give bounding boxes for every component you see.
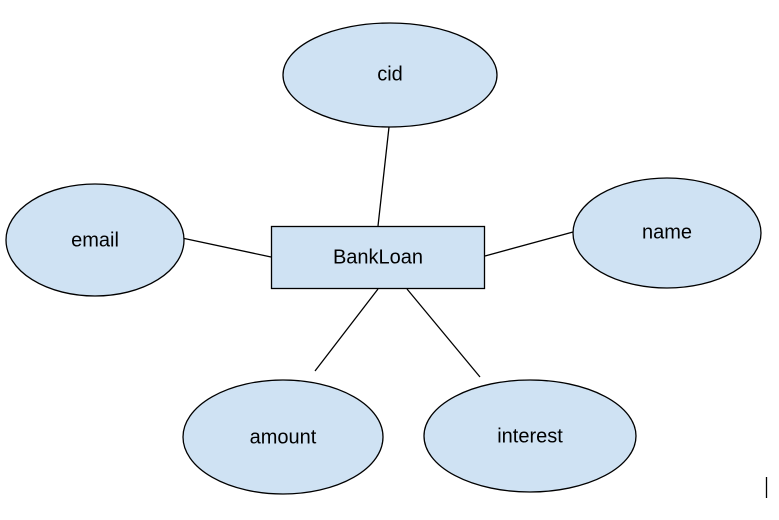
attribute-label: name <box>642 221 692 243</box>
attribute-label: email <box>71 229 119 251</box>
attribute-ellipse <box>5 183 185 297</box>
entity-box <box>270 225 486 290</box>
attribute-label: interest <box>497 425 563 447</box>
attribute-ellipse <box>572 177 762 289</box>
attribute-label: cid <box>377 63 403 85</box>
connector-amount <box>314 288 379 372</box>
entity-label: BankLoan <box>333 246 423 268</box>
attribute-ellipse <box>423 379 637 493</box>
attribute-ellipse <box>182 379 384 495</box>
attribute-email[interactable]: email <box>5 183 185 297</box>
attribute-amount[interactable]: amount <box>182 379 384 495</box>
connector-name <box>484 231 574 257</box>
attribute-interest[interactable]: interest <box>423 379 637 493</box>
attribute-name[interactable]: name <box>572 177 762 289</box>
entity-bankloan[interactable]: BankLoan <box>270 225 486 290</box>
attribute-cid[interactable]: cid <box>282 22 498 128</box>
connector-interest <box>406 288 481 378</box>
attribute-ellipse <box>282 22 498 128</box>
connector-cid <box>377 126 390 227</box>
connector-email <box>181 237 272 258</box>
attribute-label: amount <box>250 426 317 448</box>
